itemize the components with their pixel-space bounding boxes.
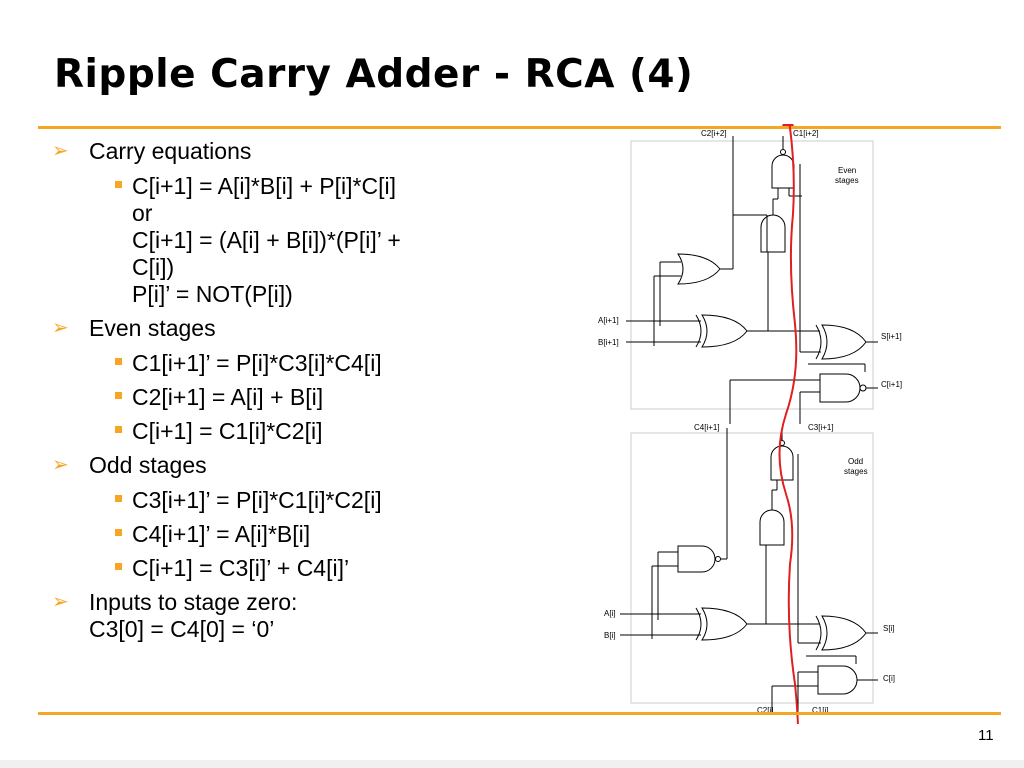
sub-bullet: C3[i+1]’ = P[i]*C1[i]*C2[i] <box>52 487 572 514</box>
footer-band <box>0 760 1024 768</box>
even-stages-label-1: Even <box>838 166 856 175</box>
square-bullet-icon <box>115 392 122 399</box>
label-s-i1: S[i+1] <box>881 332 902 341</box>
sub-bullet: C4[i+1]’ = A[i]*B[i] <box>52 521 572 548</box>
label-b-i1: B[i+1] <box>598 338 619 347</box>
carry-path-arrow-icon <box>782 124 794 126</box>
label-s-i: S[i] <box>883 624 895 633</box>
square-bullet-icon <box>115 495 122 502</box>
square-bullet-icon <box>115 358 122 365</box>
bullet-stage-zero-inputs: ➢ Inputs to stage zero: C3[0] = C4[0] = … <box>52 589 572 643</box>
label-c-i1: C[i+1] <box>881 380 902 389</box>
bullet-odd-stages: ➢ Odd stages <box>52 452 572 479</box>
square-bullet-icon <box>115 563 122 570</box>
equation-line: C2[i+1] = A[i] + B[i] <box>132 384 324 410</box>
even-stage-box <box>630 140 874 410</box>
label-a-i: A[i] <box>604 609 616 618</box>
even-or-gate <box>677 253 721 285</box>
bullet-text: Inputs to stage zero: <box>89 589 298 615</box>
equation-line: C[i+1] = A[i]*B[i] + P[i]*C[i] <box>132 173 396 199</box>
even-xor-gate-left <box>701 314 748 348</box>
bullet-carry-equations: ➢ Carry equations <box>52 138 572 165</box>
equation-line: C3[i+1]’ = P[i]*C1[i]*C2[i] <box>132 487 382 513</box>
arrow-bullet-icon: ➢ <box>52 317 69 339</box>
arrow-bullet-icon: ➢ <box>52 454 69 476</box>
even-xor-gate-right <box>821 324 867 360</box>
label-b-i: B[i] <box>604 631 616 640</box>
bullet-text: Even stages <box>89 315 216 341</box>
top-divider <box>38 126 1001 129</box>
even-nand-gate <box>819 373 861 403</box>
label-c2-i2: C2[i+2] <box>701 129 727 138</box>
odd-stages-label-1: Odd <box>848 457 863 466</box>
arrow-bullet-icon: ➢ <box>52 140 69 162</box>
rca-circuit-diagram: C2[i+2] C1[i+2] Even stages A[i+1] B[i+1… <box>598 124 902 724</box>
label-c4-i1: C4[i+1] <box>694 423 720 432</box>
odd-stage-box <box>630 432 874 704</box>
odd-and-gate-top <box>770 445 794 481</box>
bullet-even-stages: ➢ Even stages <box>52 315 572 342</box>
odd-stages-label-2: stages <box>844 467 868 476</box>
equation-line: C1[i+1]’ = P[i]*C3[i]*C4[i] <box>132 350 382 376</box>
label-c-i: C[i] <box>883 674 895 683</box>
equation-line: or <box>132 200 153 226</box>
equation-line: C[i+1] = C3[i]’ + C4[i]’ <box>132 555 350 581</box>
square-bullet-icon <box>115 529 122 536</box>
even-stages-label-2: stages <box>835 176 859 185</box>
equation-line: C4[i+1]’ = A[i]*B[i] <box>132 521 311 547</box>
label-c2-i: C2[i] <box>757 706 773 715</box>
even-inverter-bubble <box>780 149 786 155</box>
bullet-text-continued: C3[0] = C4[0] = ‘0’ <box>89 616 275 642</box>
bullet-list: ➢ Carry equations C[i+1] = A[i]*B[i] + P… <box>52 138 572 651</box>
odd-and-gate-out <box>817 665 858 695</box>
equation-line: P[i]’ = NOT(P[i]) <box>132 281 293 307</box>
even-and-gate-mid <box>760 214 786 253</box>
label-a-i1: A[i+1] <box>598 316 619 325</box>
square-bullet-icon <box>115 181 122 188</box>
square-bullet-icon <box>115 426 122 433</box>
equation-line: C[i]) <box>132 254 175 280</box>
carry-path-line <box>778 124 799 724</box>
arrow-bullet-icon: ➢ <box>52 591 69 613</box>
sub-bullet: C[i+1] = A[i]*B[i] + P[i]*C[i] or C[i+1]… <box>52 173 572 308</box>
equation-line: C[i+1] = (A[i] + B[i])*(P[i]’ + <box>132 227 401 253</box>
equation-line: C[i+1] = C1[i]*C2[i] <box>132 418 323 444</box>
page-number: 11 <box>978 727 994 744</box>
bottom-divider <box>38 712 1001 715</box>
label-c1-i: C1[i] <box>812 706 828 715</box>
label-c3-i1: C3[i+1] <box>808 423 834 432</box>
bullet-text: Odd stages <box>89 452 207 478</box>
sub-bullet: C2[i+1] = A[i] + B[i] <box>52 384 572 411</box>
sub-bullet: C1[i+1]’ = P[i]*C3[i]*C4[i] <box>52 350 572 377</box>
odd-nand-gate-left <box>677 545 716 573</box>
label-c1-i2: C1[i+2] <box>793 129 819 138</box>
even-and-gate-top <box>771 154 795 189</box>
odd-xor-gate-right <box>821 615 867 651</box>
odd-xor-gate-left <box>701 607 748 641</box>
odd-and-gate-mid <box>759 509 785 546</box>
sub-bullet: C[i+1] = C1[i]*C2[i] <box>52 418 572 445</box>
slide-title: Ripple Carry Adder - RCA (4) <box>54 52 694 97</box>
bullet-text: Carry equations <box>89 138 252 164</box>
sub-bullet: C[i+1] = C3[i]’ + C4[i]’ <box>52 555 572 582</box>
